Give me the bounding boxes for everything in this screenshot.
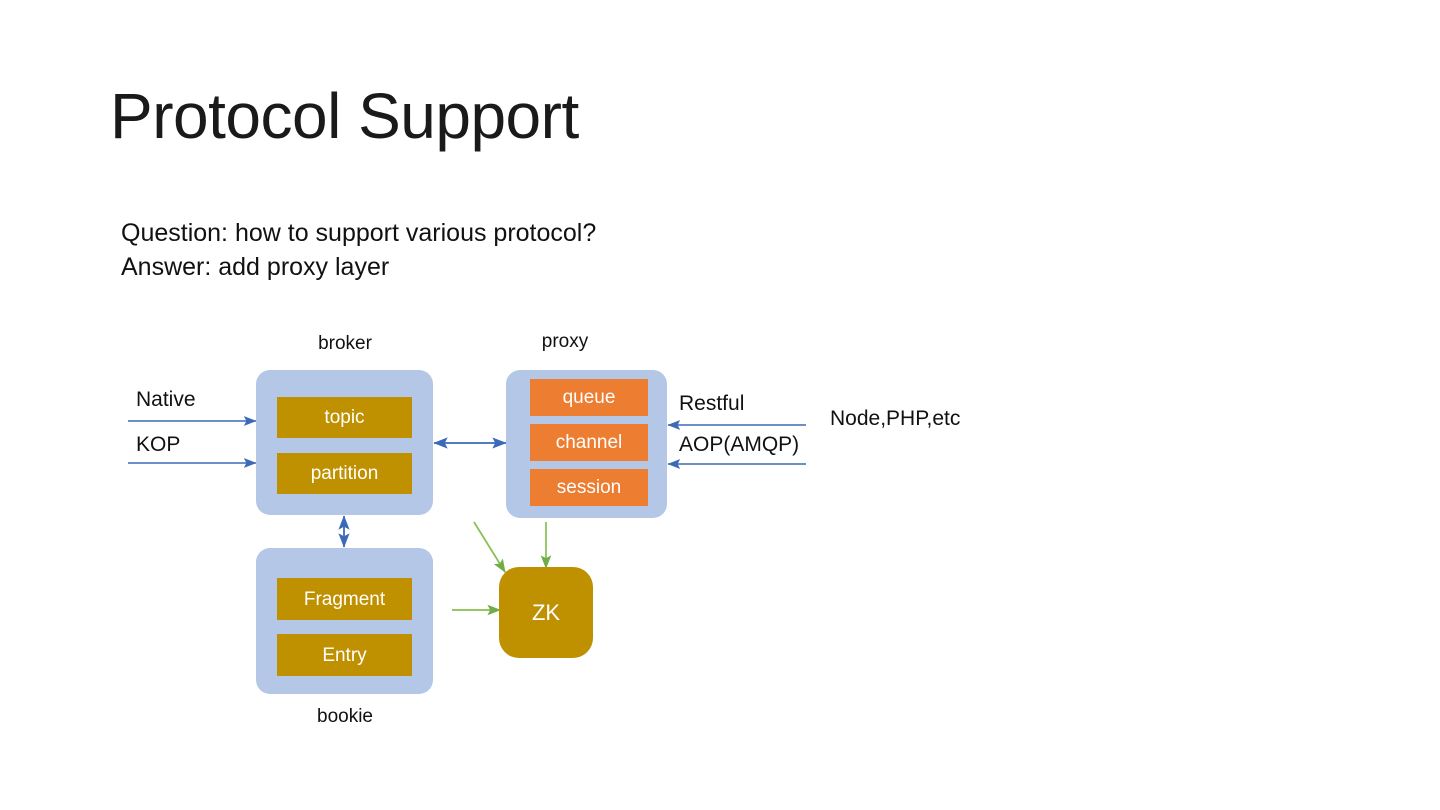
block-topic: topic bbox=[277, 397, 412, 438]
answer-line: Answer: add proxy layer bbox=[121, 253, 390, 281]
block-queue: queue bbox=[530, 379, 648, 416]
edge-label-aop: AOP(AMQP) bbox=[679, 433, 800, 456]
edge-label-kop: KOP bbox=[136, 433, 181, 456]
block-channel: channel bbox=[530, 424, 648, 461]
node-zk: ZK bbox=[499, 567, 593, 658]
edge-label-clients: Node,PHP,etc bbox=[830, 407, 961, 430]
block-session: session bbox=[530, 469, 648, 506]
edge-label-restful: Restful bbox=[679, 392, 745, 415]
group-caption-broker: broker bbox=[318, 333, 372, 354]
group-caption-proxy: proxy bbox=[541, 331, 589, 352]
block-entry: Entry bbox=[277, 634, 412, 676]
group-caption-bookie: bookie bbox=[317, 706, 373, 727]
block-fragment: Fragment bbox=[277, 578, 412, 620]
page-title: Protocol Support bbox=[110, 80, 579, 152]
edge-label-native: Native bbox=[136, 388, 196, 411]
block-partition: partition bbox=[277, 453, 412, 494]
question-line: Question: how to support various protoco… bbox=[121, 219, 597, 247]
arrow-broker-to-zk bbox=[473, 521, 506, 573]
